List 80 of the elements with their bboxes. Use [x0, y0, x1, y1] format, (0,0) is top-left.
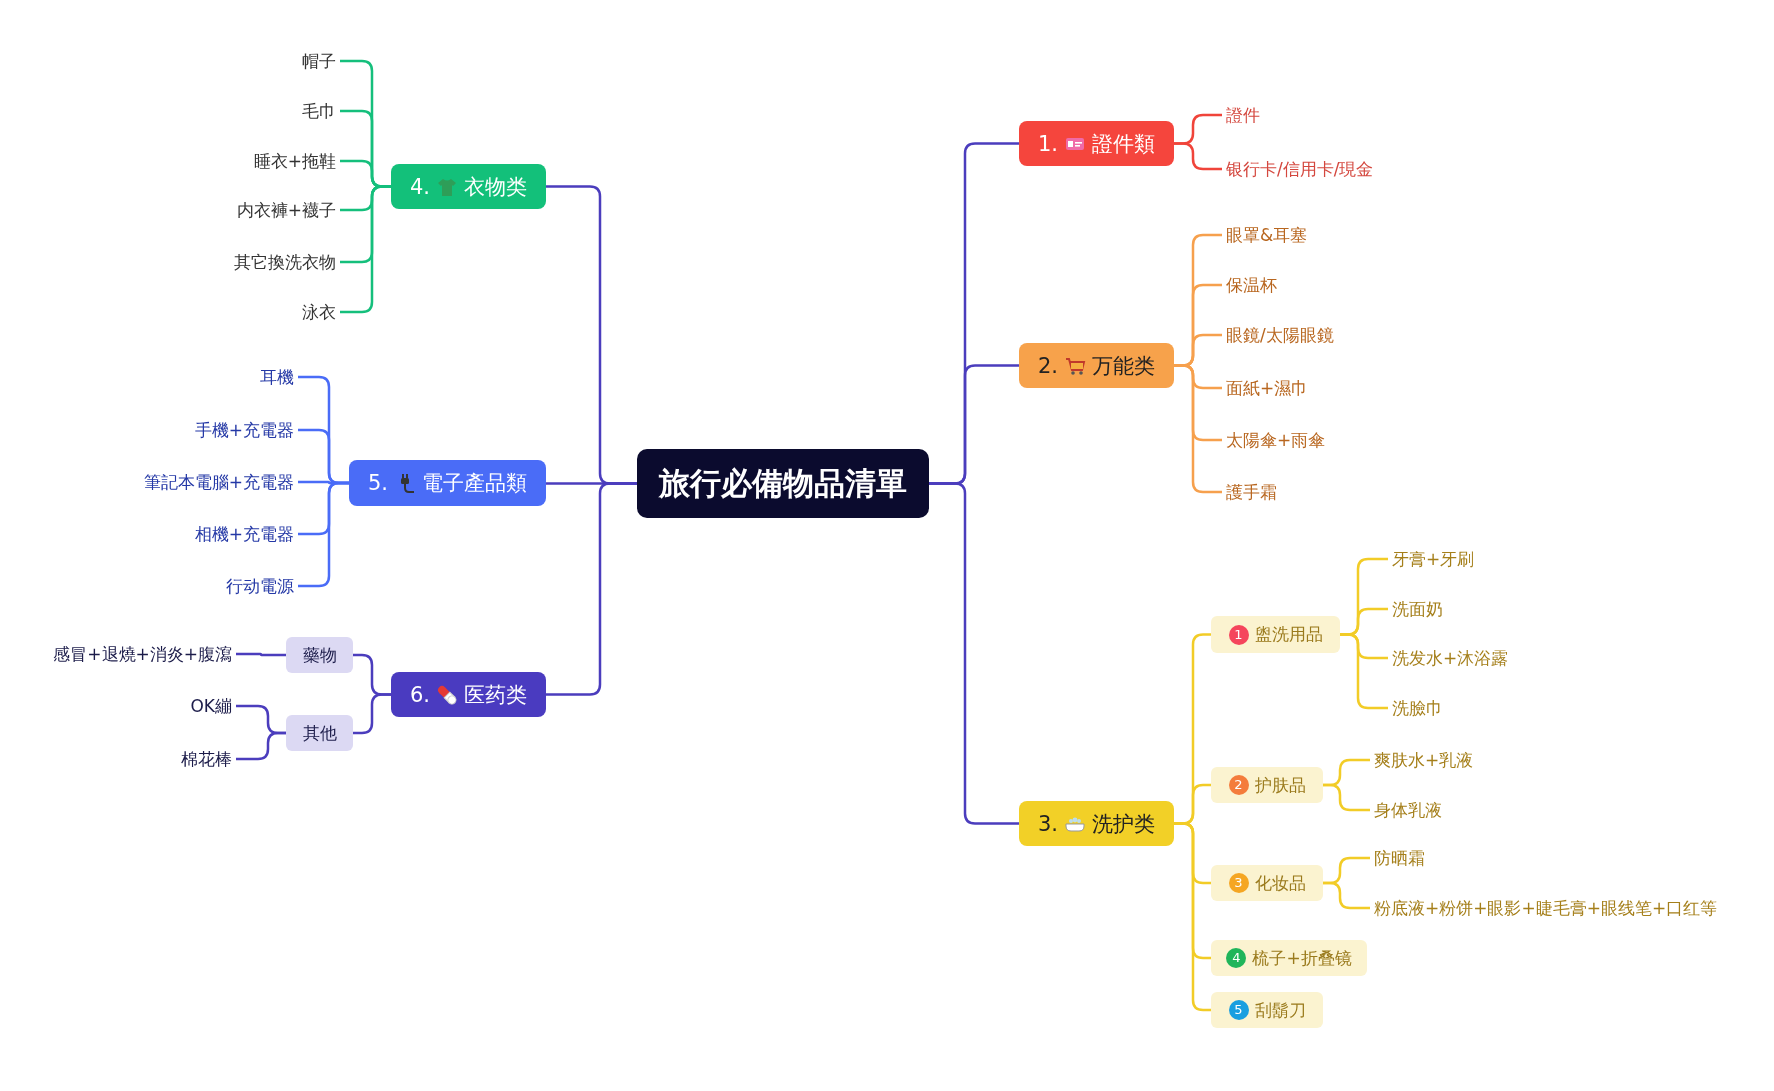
connector-line [298, 481, 349, 588]
item-text: 爽肤水+乳液 [1370, 747, 1478, 773]
category-box [286, 637, 353, 673]
item-text: 内衣褲+襪子 [232, 197, 340, 223]
item-text: 保温杯 [1222, 272, 1281, 298]
branch-box [391, 164, 546, 209]
branch-box [1019, 121, 1174, 166]
item-text: 棉花棒 [177, 746, 236, 772]
branch-box [391, 672, 546, 717]
item-text: 太陽傘+雨傘 [1222, 427, 1330, 453]
branch-number: 4. [409, 174, 430, 199]
number-badge: 4 [1226, 948, 1247, 968]
item-text: 眼罩&耳塞 [1222, 222, 1312, 248]
item-text: 帽子 [298, 48, 340, 74]
connector-line [1340, 633, 1388, 710]
item-text: 银行卡/信用卡/現金 [1222, 156, 1378, 182]
category-box [1211, 767, 1323, 803]
item-text: 護手霜 [1222, 479, 1281, 505]
connector-line [546, 482, 637, 696]
connector-line [236, 652, 286, 657]
connector-line [1174, 822, 1211, 1012]
item-text: 防晒霜 [1370, 845, 1429, 871]
category-label: 盥洗用品 [1254, 623, 1323, 646]
item-text: 粉底液+粉饼+眼影+睫毛膏+眼线笔+口红等 [1370, 895, 1722, 921]
item-text: 行动電源 [222, 573, 298, 599]
category-label: 藥物 [302, 643, 337, 667]
branch-label: 万能类 [1092, 352, 1155, 380]
branch-box [1019, 343, 1174, 388]
item-text: 證件 [1222, 102, 1264, 128]
item-text: 洗面奶 [1388, 596, 1447, 622]
branch-label: 衣物类 [464, 173, 527, 201]
branch-box [349, 460, 546, 506]
branch-number: 6. [409, 682, 430, 707]
item-text: 洗臉巾 [1388, 695, 1447, 721]
item-text: 毛巾 [298, 98, 340, 124]
item-text: 睡衣+拖鞋 [249, 148, 340, 174]
branch-number: 2. [1037, 353, 1058, 378]
item-text: 牙膏+牙刷 [1388, 546, 1479, 572]
number-badge: 5 [1228, 1000, 1249, 1020]
connector-line [236, 731, 286, 761]
connector-line [929, 482, 1019, 825]
item-text: 面紙+濕巾 [1222, 375, 1313, 401]
branch-number: 3. [1037, 811, 1058, 836]
category-label: 护肤品 [1254, 773, 1306, 797]
item-text: 筆記本電腦+充電器 [139, 469, 298, 495]
category-label: 化妆品 [1254, 871, 1306, 895]
category-box [1211, 616, 1340, 653]
branch-label: 洗护类 [1092, 810, 1155, 838]
connector-line [1174, 142, 1222, 171]
branch-box [1019, 801, 1174, 846]
item-text: 耳機 [256, 364, 298, 390]
item-text: 身体乳液 [1370, 797, 1446, 823]
category-box [1211, 992, 1323, 1028]
branch-label: 電子產品類 [422, 470, 527, 497]
item-text: 相機+充電器 [190, 521, 298, 547]
branch-label: 證件類 [1092, 130, 1155, 158]
branch-number: 5. [367, 471, 388, 495]
item-text: 眼鏡/太陽眼鏡 [1222, 322, 1338, 348]
category-box [1211, 940, 1367, 976]
number-badge: 2 [1228, 775, 1249, 795]
root-box: 旅行必備物品清單 [637, 449, 929, 518]
branch-label: 医药类 [464, 681, 527, 709]
connector-line [340, 185, 391, 314]
item-text: OK繃 [186, 693, 236, 719]
category-box [286, 715, 353, 751]
category-label: 其他 [302, 721, 337, 745]
branch-number: 1. [1037, 131, 1058, 156]
connector-line [1323, 881, 1370, 910]
category-label: 刮鬍刀 [1254, 998, 1306, 1022]
item-text: 手機+充電器 [190, 417, 298, 443]
item-text: 洗发水+沐浴露 [1388, 645, 1513, 671]
number-badge: 1 [1228, 624, 1249, 645]
category-label: 梳子+折叠镜 [1252, 946, 1352, 970]
category-box [1211, 865, 1323, 901]
number-badge: 3 [1228, 873, 1249, 893]
connector-line [1323, 783, 1370, 812]
item-text: 其它換洗衣物 [230, 249, 340, 275]
connector-line [1174, 364, 1222, 494]
item-text: 泳衣 [298, 299, 340, 325]
item-text: 感冒+退燒+消炎+腹瀉 [49, 641, 236, 667]
